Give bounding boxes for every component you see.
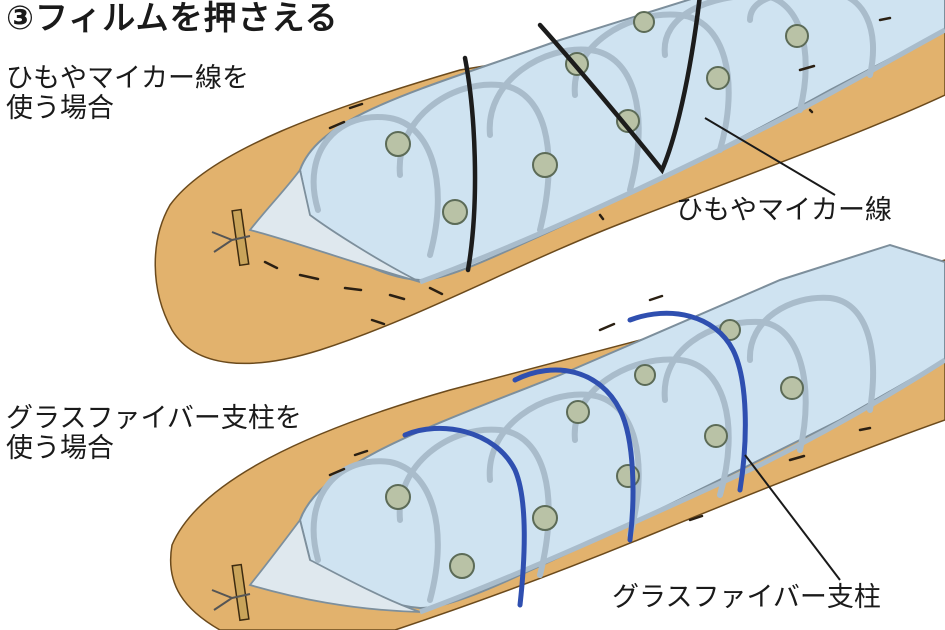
tunnel-fiber-group: [170, 243, 945, 630]
callout-twine-label: ひもやマイカー線: [676, 195, 892, 226]
seedling-icon: [385, 319, 804, 579]
fiber-pole-icon: [402, 310, 748, 608]
tunnel-twine-group: [154, 0, 945, 365]
case-twine-line1: ひもやマイカー線を: [6, 63, 249, 94]
tie-stake-icon: [211, 563, 251, 622]
seedling-icon: [385, 11, 809, 225]
hoop-frame-icon: [310, 0, 877, 258]
case-fiber-heading: グラスファイバー支柱を 使う場合: [6, 403, 302, 465]
callout-fiber-label: グラスファイバー支柱: [612, 582, 881, 613]
film-end-icon: [248, 517, 421, 613]
case-fiber-line2: 使う場合: [6, 433, 114, 465]
hoop-frame-icon: [310, 294, 876, 603]
case-twine-heading: ひもやマイカー線を 使う場合: [6, 63, 249, 125]
diagram-title: ③フィルムを押さえる: [6, 0, 339, 37]
case-fiber-line1: グラスファイバー支柱を: [6, 403, 302, 434]
case-twine-line2: 使う場合: [6, 93, 114, 125]
film-end-icon: [248, 167, 421, 283]
tie-stake-icon: [211, 208, 251, 267]
twine-band-icon: [462, 0, 702, 273]
